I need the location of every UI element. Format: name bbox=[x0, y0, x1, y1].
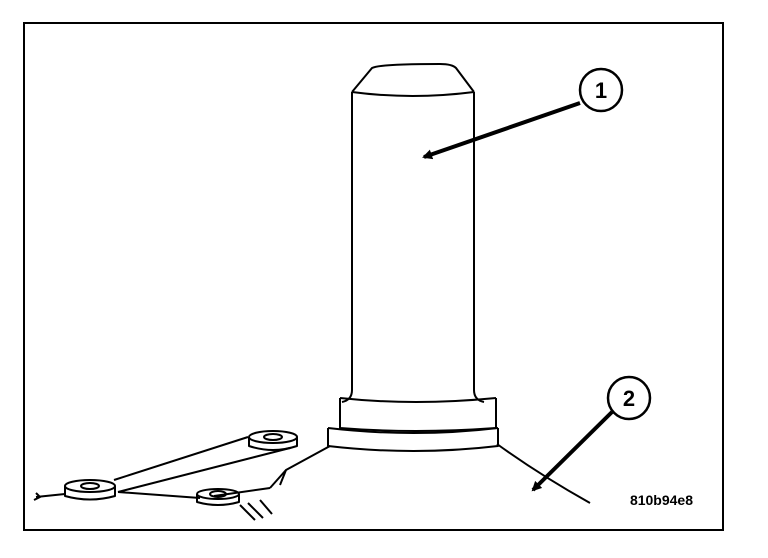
callout-1-leader-arrow bbox=[422, 101, 581, 160]
housing-outline bbox=[33, 430, 591, 521]
callout-2-label: 2 bbox=[623, 386, 635, 411]
callout-2-leader-arrow bbox=[531, 410, 614, 492]
shaft-outline bbox=[327, 63, 499, 452]
callout-2-circle bbox=[606, 375, 652, 421]
figure-reference-id: 810b94e8 bbox=[630, 492, 693, 508]
callout-1-circle bbox=[578, 67, 624, 113]
callout-1: 1 bbox=[422, 67, 624, 160]
callout-2: 2 bbox=[531, 375, 652, 492]
callout-1-label: 1 bbox=[595, 78, 607, 103]
